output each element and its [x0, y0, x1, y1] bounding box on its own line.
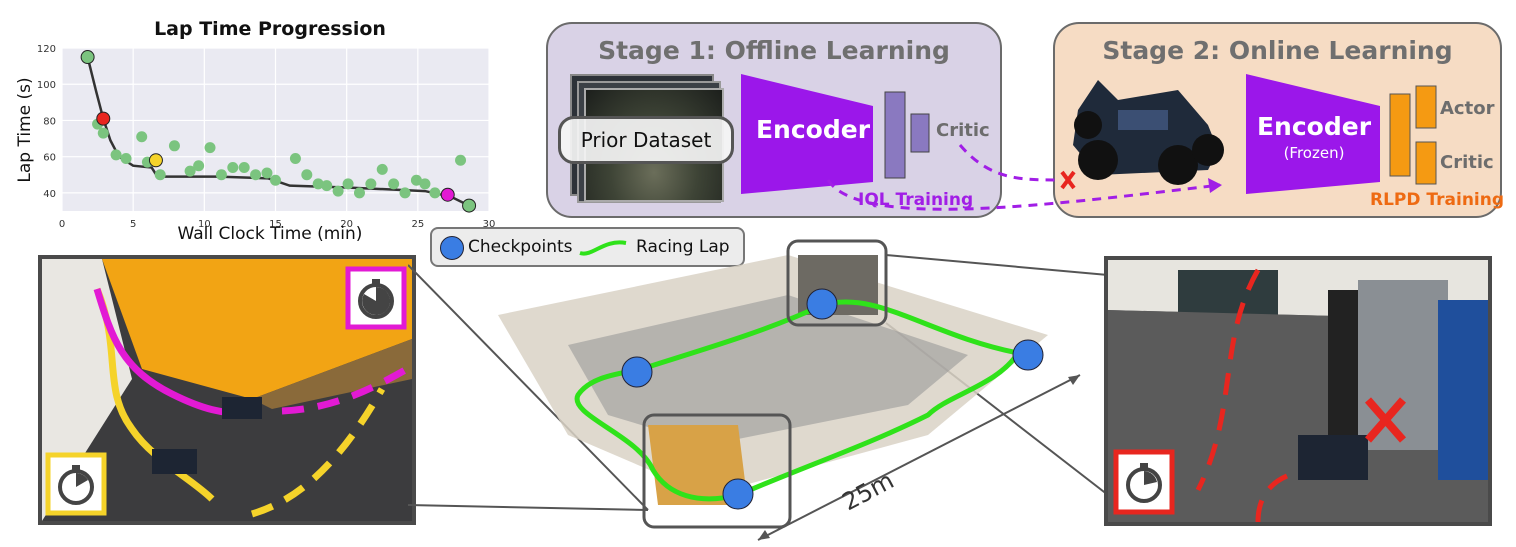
stage2-title: Stage 2: Online Learning [1102, 36, 1453, 65]
stage1-critic-layer-1 [884, 91, 906, 179]
x-tick-label: 10 [198, 219, 211, 230]
y-tick-label: 80 [43, 116, 56, 127]
data-point [184, 165, 196, 177]
data-point [227, 162, 239, 174]
data-point [353, 187, 365, 199]
data-point [168, 140, 180, 152]
y-tick-label: 120 [37, 44, 56, 55]
scale-arrow [757, 374, 1081, 541]
stage2-critic-label: Critic [1440, 152, 1494, 173]
data-point [332, 185, 344, 197]
data-point [321, 180, 333, 192]
data-point [376, 163, 388, 175]
x-tick-label: 0 [59, 219, 65, 230]
data-point [312, 178, 324, 190]
rc-car-image [1073, 80, 1224, 185]
data-point [410, 174, 422, 186]
lap-time-chart: 0 5 10 15 20 25 30 40 60 80 100 120 Wall Clock Time… [15, 44, 496, 244]
stage1-title: Stage 1: Offline Learning [598, 36, 950, 65]
highlight-point [440, 187, 455, 202]
highlight-point [462, 198, 477, 213]
stage2-network [1246, 74, 1437, 194]
hallway-photo-right [1104, 256, 1492, 526]
stage2-head-layer [1389, 93, 1411, 177]
checkpoint-1 [621, 356, 653, 388]
stage1-network [741, 74, 930, 194]
actor-label: Actor [1440, 98, 1495, 119]
stopwatch-icon-magenta [345, 266, 407, 330]
stopwatch-icon-red [1113, 449, 1175, 515]
data-point [399, 187, 411, 199]
x-axis-label: Wall Clock Time (min) [178, 224, 363, 244]
prior-dataset-label: Prior Dataset [558, 116, 734, 164]
y-tick-label: 60 [43, 153, 56, 164]
checkpoint-2 [806, 288, 838, 320]
rlpd-training-label: RLPD Training [1370, 190, 1505, 210]
data-point [215, 169, 227, 181]
data-point [429, 187, 441, 199]
stage1-encoder-label: Encoder [755, 115, 871, 144]
hallway-photo-left [38, 255, 416, 525]
data-point [419, 178, 431, 190]
data-point [342, 178, 354, 190]
checkpoint-icon [440, 236, 464, 260]
critic-layer [1415, 141, 1437, 185]
data-point [388, 178, 400, 190]
iql-training-label: IQL Training [858, 190, 974, 210]
data-point [250, 169, 262, 181]
data-point [365, 178, 377, 190]
highlight-point [96, 111, 111, 126]
x-tick-label: 20 [340, 219, 353, 230]
checkpoint-3 [1012, 339, 1044, 371]
x-tick-label: 30 [483, 219, 496, 230]
data-point [455, 154, 467, 166]
racing-lap-icon [579, 240, 627, 256]
y-tick-label: 100 [37, 80, 56, 91]
red-x-icon [1364, 397, 1407, 443]
frozen-label: (Frozen) [1283, 144, 1345, 162]
data-point [193, 160, 205, 172]
zoom-box-top [786, 239, 888, 327]
data-point [261, 167, 273, 179]
stage1-critic-label: Critic [936, 120, 990, 141]
x-tick-label: 25 [411, 219, 424, 230]
chart-title: Lap Time Progression [154, 18, 386, 40]
data-point [204, 142, 216, 154]
checkpoint-4 [722, 478, 754, 510]
data-point [154, 169, 166, 181]
stage2-encoder-label: Encoder [1256, 112, 1372, 141]
map-legend: Checkpoints Racing Lap [430, 227, 745, 267]
actor-layer [1415, 85, 1437, 129]
y-tick-label: 40 [43, 189, 56, 200]
stage1-encoder-shape [741, 74, 873, 194]
racing-lap-label: Racing Lap [636, 237, 730, 257]
highlight-point [148, 153, 163, 168]
data-point [136, 131, 148, 143]
checkpoints-label: Checkpoints [468, 237, 573, 257]
stage1-critic-layer-2 [910, 113, 930, 153]
zoom-box-bottom [642, 413, 792, 529]
data-point [97, 127, 109, 139]
x-tick-label: 5 [130, 219, 136, 230]
y-axis-label: Lap Time (s) [15, 77, 35, 182]
floor-map: 25m [408, 239, 1108, 541]
data-point [270, 174, 281, 186]
data-point [238, 162, 250, 174]
data-point [110, 149, 122, 161]
stage2-encoder-shape [1246, 74, 1380, 194]
data-point [120, 152, 132, 164]
data-point [301, 169, 313, 181]
data-point [289, 152, 301, 164]
x-tick-label: 15 [269, 219, 282, 230]
highlight-point [80, 50, 95, 65]
stopwatch-icon-yellow [45, 452, 107, 516]
